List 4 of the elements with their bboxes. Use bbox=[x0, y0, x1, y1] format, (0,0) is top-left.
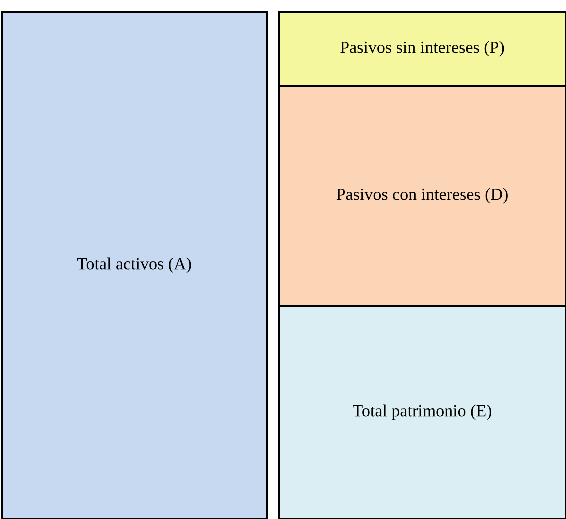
block: Pasivos con intereses (D) bbox=[278, 85, 566, 307]
block: Total patrimonio (E) bbox=[278, 304, 566, 519]
block: Pasivos sin intereses (P) bbox=[278, 11, 566, 87]
block: Total activos (A) bbox=[1, 11, 268, 519]
